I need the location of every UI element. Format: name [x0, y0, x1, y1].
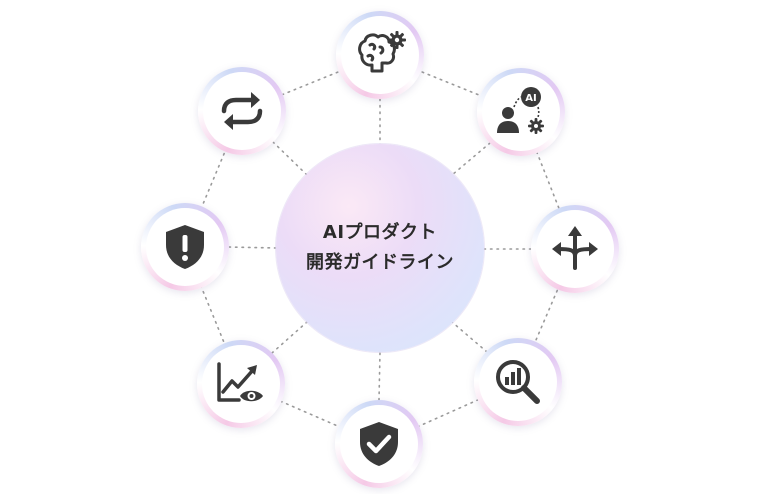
spoke-check [378, 351, 381, 401]
brain-gear-icon [358, 31, 406, 73]
center-title-line1: AIプロダクト [322, 222, 438, 243]
direction-arrows-icon [552, 226, 598, 270]
magnifier-chart-icon [496, 360, 540, 404]
svg-text:AI: AI [525, 93, 536, 104]
shield-check-icon [360, 422, 398, 466]
center-hub: AIプロダクト 開発ガイドライン [276, 144, 484, 352]
node-iteration [198, 67, 286, 155]
node-security-check [335, 400, 423, 488]
spoke-trend [271, 321, 308, 354]
shield-warning-icon [166, 225, 204, 269]
spoke-cycle [272, 141, 308, 176]
cycle-arrows-icon [221, 92, 263, 130]
node-analysis [474, 338, 562, 426]
spoke-ai [451, 142, 491, 176]
node-monitoring [197, 340, 285, 428]
node-direction [531, 205, 619, 293]
node-brain [336, 11, 424, 99]
person-ai-gear-icon: AI [497, 87, 544, 134]
center-title-line2: 開発ガイドライン [306, 252, 454, 273]
node-ai-person: AI [477, 68, 565, 156]
spoke-search [451, 321, 488, 353]
outer-ring-connector [184, 54, 576, 445]
spoke-warn [228, 246, 277, 249]
trend-eye-icon [217, 362, 263, 402]
node-risk-warning [141, 203, 229, 291]
